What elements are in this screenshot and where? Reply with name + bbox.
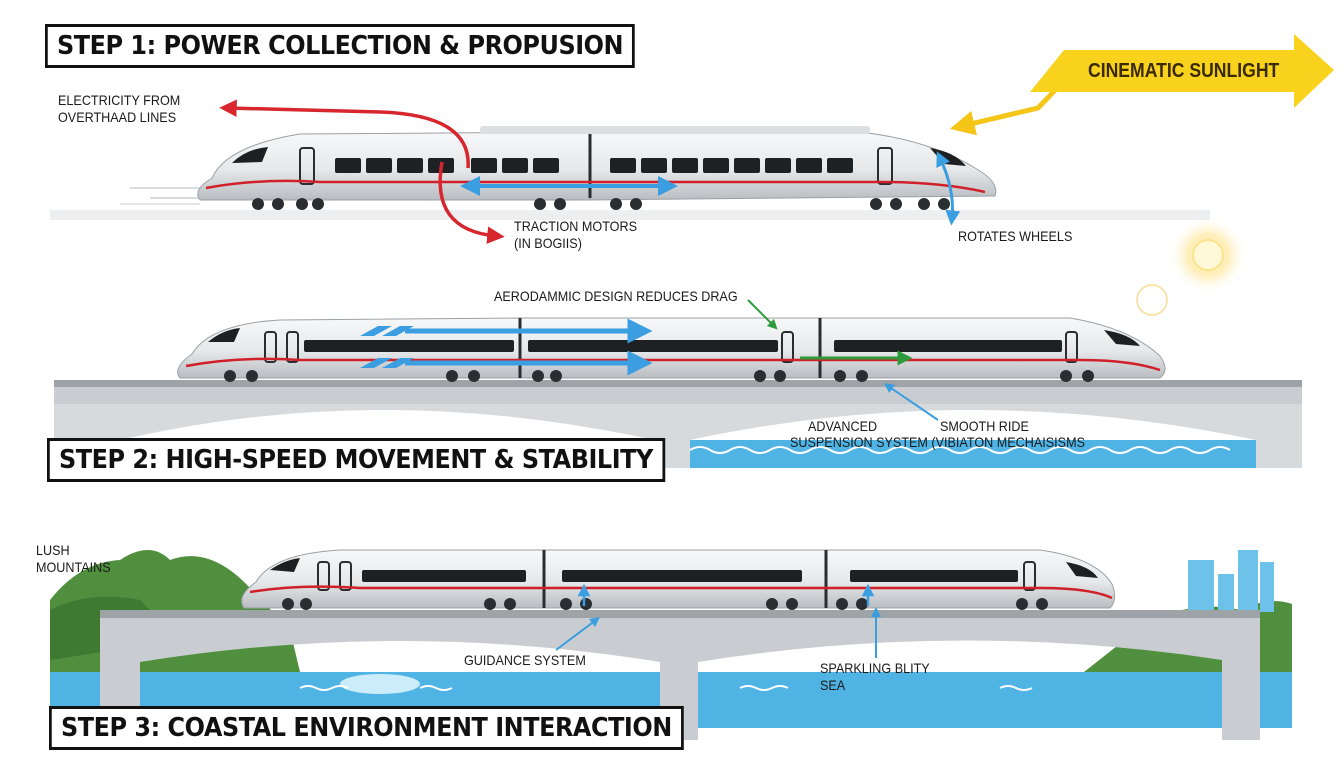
step-1-title: STEP 1: POWER COLLECTION & PROPUSION <box>45 24 636 68</box>
aero-pointer <box>747 299 778 330</box>
train-1 <box>197 126 997 210</box>
train-1-windows <box>335 158 853 173</box>
sunlight-banner <box>1030 34 1334 108</box>
suspension-label: SUSPENSION SYSTEM (VIBIATON MECHAISISMS <box>790 434 1085 450</box>
guidance-system-label: GUIDANCE SYSTEM <box>464 652 586 668</box>
cinematic-sunlight-label: CINEMATIC SUNLIGHT <box>1088 60 1280 82</box>
sparkling-sea-label: SPARKLING BLITY SEA <box>820 660 930 693</box>
bridge-deck-3 <box>100 610 1260 618</box>
bridge-deck-2 <box>54 386 1302 404</box>
traction-motors-label: TRACTION MOTORS (IN BOGIIS) <box>514 218 637 251</box>
wheel-rotation-arrow <box>936 151 961 226</box>
suspension-pointer <box>883 383 939 421</box>
advanced-label: ADVANCED <box>808 418 878 434</box>
city-skyline <box>1188 550 1274 612</box>
mountains-label: LUSH MOUNTAINS <box>36 542 111 575</box>
sparkle-icon <box>340 674 420 694</box>
lens-flare-icon <box>1136 284 1168 316</box>
power-arrow-overhead <box>219 99 470 169</box>
section-movement <box>54 299 1302 468</box>
section-power <box>50 34 1334 316</box>
aerodynamic-label: AERODAMMIC DESIGN REDUCES DRAG <box>494 288 738 304</box>
rotates-wheels-label: ROTATES WHEELS <box>958 228 1073 244</box>
train-2 <box>177 317 1166 382</box>
water-2 <box>690 440 1256 468</box>
step-3-title: STEP 3: COASTAL ENVIRONMENT INTERACTION <box>49 706 684 750</box>
train-3 <box>241 549 1116 610</box>
smooth-ride-label: SMOOTH RIDE <box>940 418 1029 434</box>
electricity-label: ELECTRICITY FROM OVERTHAAD LINES <box>58 92 181 125</box>
power-arrow-motors <box>438 161 505 244</box>
guidance-pointer <box>555 617 600 651</box>
step-2-title: STEP 2: HIGH-SPEED MOVEMENT & STABILITY <box>47 438 665 482</box>
ground-strip <box>50 210 1210 220</box>
